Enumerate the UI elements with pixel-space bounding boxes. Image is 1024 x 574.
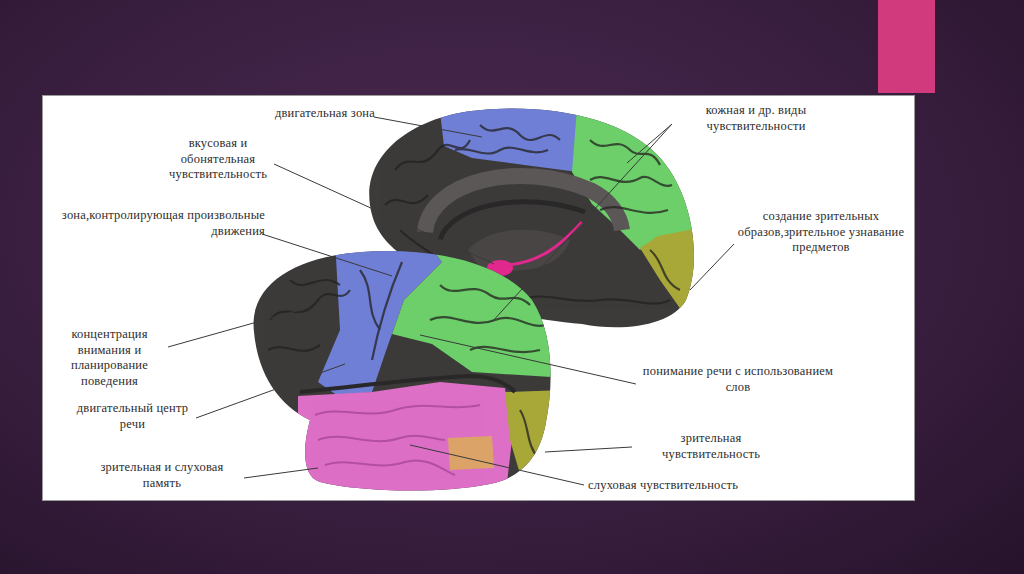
leader-line — [374, 117, 482, 137]
accent-bar — [878, 0, 935, 93]
leader-line — [262, 234, 392, 276]
auditory-zone — [298, 382, 512, 500]
visual-zone — [505, 390, 565, 480]
visual-zone — [640, 224, 720, 345]
region-label: зрительная чувствительность — [636, 431, 786, 462]
leader-line — [168, 310, 300, 347]
auditory-core — [448, 436, 494, 470]
region-label: зрительная и слуховая память — [82, 460, 242, 491]
leader-line — [492, 124, 672, 322]
sensory-zone — [392, 240, 565, 378]
region-label: двигательная зона — [225, 106, 375, 122]
motor-zone — [438, 95, 582, 172]
olfactory-tract — [508, 222, 582, 265]
region-label: создание зрительных образов,зрительное у… — [736, 209, 906, 256]
leader-line — [196, 364, 345, 418]
region-label: зона,контролирующая произвольные движени… — [60, 208, 265, 239]
region-label: понимание речи с использованием слов — [638, 364, 838, 395]
leader-line — [690, 244, 734, 290]
region-label: концентрация внимания и планирование пов… — [52, 327, 167, 390]
temporal-gyri — [315, 405, 480, 475]
region-label: кожная и др. виды чувствительности — [676, 103, 836, 134]
leader-line — [410, 445, 584, 485]
leader-line — [244, 468, 318, 478]
sensory-zone — [572, 95, 720, 250]
white-panel — [43, 96, 915, 501]
leader-line — [420, 335, 636, 384]
region-label: слуховая чувствительность — [588, 478, 808, 494]
leader-line — [545, 447, 632, 452]
lateral-brain — [254, 240, 565, 500]
gyri — [268, 262, 545, 460]
leader-line — [627, 124, 672, 163]
lateral-sulcus — [300, 376, 515, 392]
region-label: двигательный центр речи — [70, 401, 195, 432]
region-label: вкусовая и обонятельная чувствительность — [162, 136, 274, 183]
